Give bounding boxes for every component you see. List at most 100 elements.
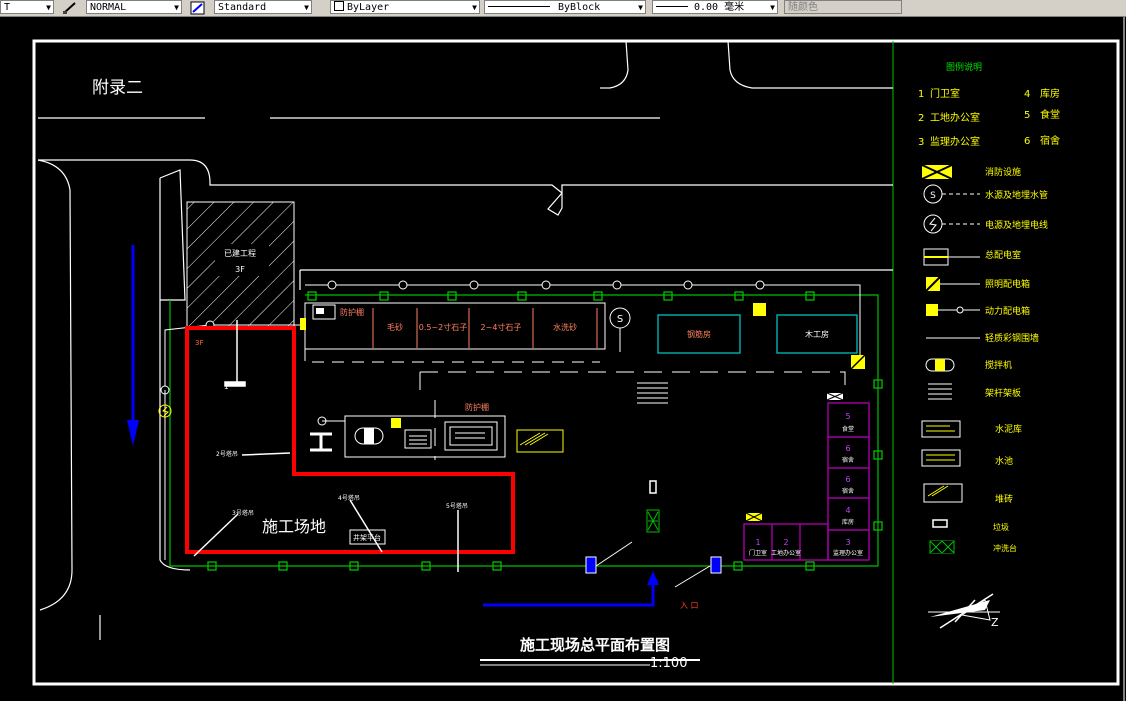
legend-room-num-6: 6 bbox=[1024, 136, 1030, 147]
legend-power-box: 动力配电箱 bbox=[985, 305, 1030, 317]
text-style-icon[interactable] bbox=[190, 0, 206, 15]
material-1: 毛砂 bbox=[387, 322, 403, 332]
tower-5-label: 5号塔吊 bbox=[446, 502, 468, 510]
lineweight-value: 0.00 毫米 bbox=[694, 2, 745, 13]
site-buildings bbox=[743, 402, 870, 561]
material-3: 2~4寸石子 bbox=[481, 322, 522, 332]
pool-icon bbox=[921, 449, 961, 467]
legend-brick: 堆砖 bbox=[995, 493, 1013, 505]
legend-room-num-4: 4 bbox=[1024, 89, 1030, 100]
text-style-combo[interactable]: Standard ▼ bbox=[214, 0, 312, 14]
appendix-label: 附录二 bbox=[92, 78, 143, 98]
bldg-name-supervisor: 监理办公室 bbox=[833, 549, 863, 557]
legend-wash: 冲洗台 bbox=[993, 543, 1017, 553]
dim-style-value: NORMAL bbox=[90, 2, 127, 13]
plot-color-value: 随颜色 bbox=[788, 2, 818, 13]
power-box-icon bbox=[926, 304, 938, 316]
dimension-style-icon[interactable] bbox=[62, 0, 78, 14]
garbage-icon bbox=[932, 519, 948, 528]
legend-main-distribution: 总配电室 bbox=[985, 249, 1021, 261]
existing-building-floors: 3F bbox=[235, 265, 245, 274]
legend-room-name-4: 库房 bbox=[1040, 87, 1060, 100]
legend-symbols: S bbox=[921, 164, 980, 554]
legend-room-name-2: 工地办公室 bbox=[930, 111, 980, 124]
chevron-down-icon[interactable]: ▼ bbox=[770, 3, 775, 12]
gate-left bbox=[585, 556, 597, 574]
pipe-nodes bbox=[327, 280, 765, 290]
tower-lift bbox=[349, 529, 386, 545]
legend-room-num-1: 1 bbox=[918, 89, 924, 100]
fence-posts bbox=[207, 291, 883, 571]
linetype-scale-combo[interactable]: T▼ bbox=[0, 0, 54, 14]
site-floors: 3F bbox=[195, 339, 203, 347]
chevron-down-icon[interactable]: ▼ bbox=[174, 3, 179, 12]
legend-water: 水源及地埋水管 bbox=[985, 189, 1048, 201]
legend-room-name-1: 门卫室 bbox=[930, 87, 960, 100]
drawing-scale: 1:100 bbox=[650, 656, 687, 671]
legend-fence: 轻质彩钢围墙 bbox=[985, 332, 1039, 344]
legend-room-name-6: 宿舍 bbox=[1040, 134, 1060, 147]
water-pipe bbox=[305, 284, 861, 355]
traffic-arrows bbox=[127, 245, 659, 607]
material-2: 0.5~2寸石子 bbox=[419, 322, 468, 332]
dim-style-combo[interactable]: NORMAL ▼ bbox=[86, 0, 182, 14]
chevron-down-icon[interactable]: ▼ bbox=[472, 3, 477, 12]
linetype-combo[interactable]: ByBlock▼ bbox=[484, 0, 646, 14]
plot-color-combo[interactable]: 随颜色 bbox=[784, 0, 902, 14]
layer-value: ByLayer bbox=[347, 2, 390, 13]
tower-4-label: 4号塔吊 bbox=[338, 494, 360, 502]
scaffold-icon bbox=[928, 383, 952, 400]
bldg-name-store: 库房 bbox=[842, 518, 854, 526]
rebar-room-label: 钢筋房 bbox=[687, 329, 711, 339]
drawing-canvas[interactable]: 附录二 已建工程 3F bbox=[0, 17, 1126, 701]
material-4: 水洗砂 bbox=[553, 322, 577, 332]
chevron-down-icon[interactable]: ▼ bbox=[638, 3, 643, 12]
water-tank bbox=[444, 421, 498, 451]
bldg-name-dorm-2: 宿舍 bbox=[842, 487, 854, 495]
legend-room-name-5: 食堂 bbox=[1040, 108, 1060, 121]
legend-power: 电源及地埋电线 bbox=[985, 219, 1048, 231]
wood-room-label: 木工房 bbox=[805, 329, 829, 339]
mid-shed bbox=[344, 415, 506, 458]
legend-pool: 水池 bbox=[995, 455, 1013, 467]
text-style-value: Standard bbox=[218, 2, 267, 13]
chevron-down-icon[interactable]: ▼ bbox=[46, 3, 51, 12]
cement-icon bbox=[921, 420, 961, 438]
sheet-border bbox=[32, 39, 1120, 686]
cement-store bbox=[404, 429, 432, 449]
water-source-letter: S bbox=[617, 314, 623, 325]
wash-station bbox=[646, 509, 660, 533]
tower-lift-label: 井架平台 bbox=[353, 533, 381, 542]
bldg-num-dorm-1: 6 bbox=[845, 444, 850, 453]
bldg-num-dorm-2: 6 bbox=[845, 475, 850, 484]
legend-mixer: 搅拌机 bbox=[985, 359, 1012, 371]
hoist-icon bbox=[310, 432, 332, 452]
rebar-room bbox=[657, 314, 741, 354]
bldg-num-office: 2 bbox=[783, 538, 788, 547]
tower-1-label: 1 bbox=[224, 383, 228, 391]
bldg-num-canteen: 5 bbox=[845, 412, 850, 421]
properties-toolbar: T▼ NORMAL ▼ Standard ▼ ByLayer ▼ ByBlock▼ 0… bbox=[0, 0, 1126, 17]
svg-text:S: S bbox=[930, 191, 936, 201]
existing-building-label-bg bbox=[215, 244, 269, 276]
legend-fire: 消防设施 bbox=[985, 166, 1021, 178]
power-box bbox=[753, 303, 766, 316]
material-bins bbox=[372, 308, 598, 348]
gate-right bbox=[710, 556, 722, 574]
brick-stack bbox=[516, 429, 564, 453]
layer-combo[interactable]: ByLayer ▼ bbox=[330, 0, 480, 14]
brick-icon bbox=[923, 483, 963, 503]
lineweight-combo[interactable]: 0.00 毫米 ▼ bbox=[652, 0, 778, 14]
tower-3-label: 3号塔吊 bbox=[232, 509, 254, 517]
site-label: 施工场地 bbox=[262, 517, 326, 536]
chevron-down-icon[interactable]: ▼ bbox=[304, 3, 309, 12]
legend-scaffold: 架杆架板 bbox=[985, 387, 1021, 399]
legend-room-name-3: 监理办公室 bbox=[930, 135, 980, 148]
lineweight-preview-icon bbox=[656, 6, 688, 7]
shed-icon bbox=[312, 304, 336, 320]
tower-cranes bbox=[193, 320, 459, 572]
internal-road bbox=[420, 371, 846, 395]
legend-room-num-5: 5 bbox=[1024, 110, 1030, 121]
scaffold-boards bbox=[637, 382, 668, 404]
north-label: Z bbox=[991, 616, 999, 629]
